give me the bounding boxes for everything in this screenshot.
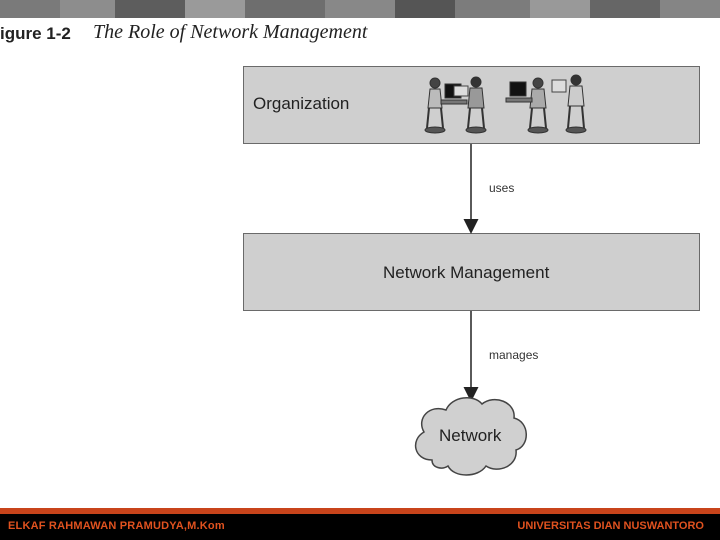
network-label: Network bbox=[439, 426, 502, 445]
cloud-icon bbox=[414, 397, 527, 476]
figure-title: The Role of Network Management bbox=[93, 21, 368, 43]
people-at-computers-icon bbox=[424, 74, 587, 134]
figure-number: igure 1-2 bbox=[0, 24, 71, 43]
organization-label: Organization bbox=[253, 94, 350, 113]
footer-author: ELKAF RAHMAWAN PRAMUDYA,M.Kom bbox=[8, 520, 225, 532]
footer-bar: ELKAF RAHMAWAN PRAMUDYA,M.Kom UNIVERSITA… bbox=[0, 514, 720, 540]
top-decorative-band bbox=[0, 0, 720, 18]
network-management-label: Network Management bbox=[383, 263, 550, 282]
uses-label: uses bbox=[489, 181, 515, 195]
footer-institution: UNIVERSITAS DIAN NUSWANTORO bbox=[517, 520, 704, 532]
manages-label: manages bbox=[489, 348, 539, 362]
footer-accent-line bbox=[0, 508, 720, 514]
